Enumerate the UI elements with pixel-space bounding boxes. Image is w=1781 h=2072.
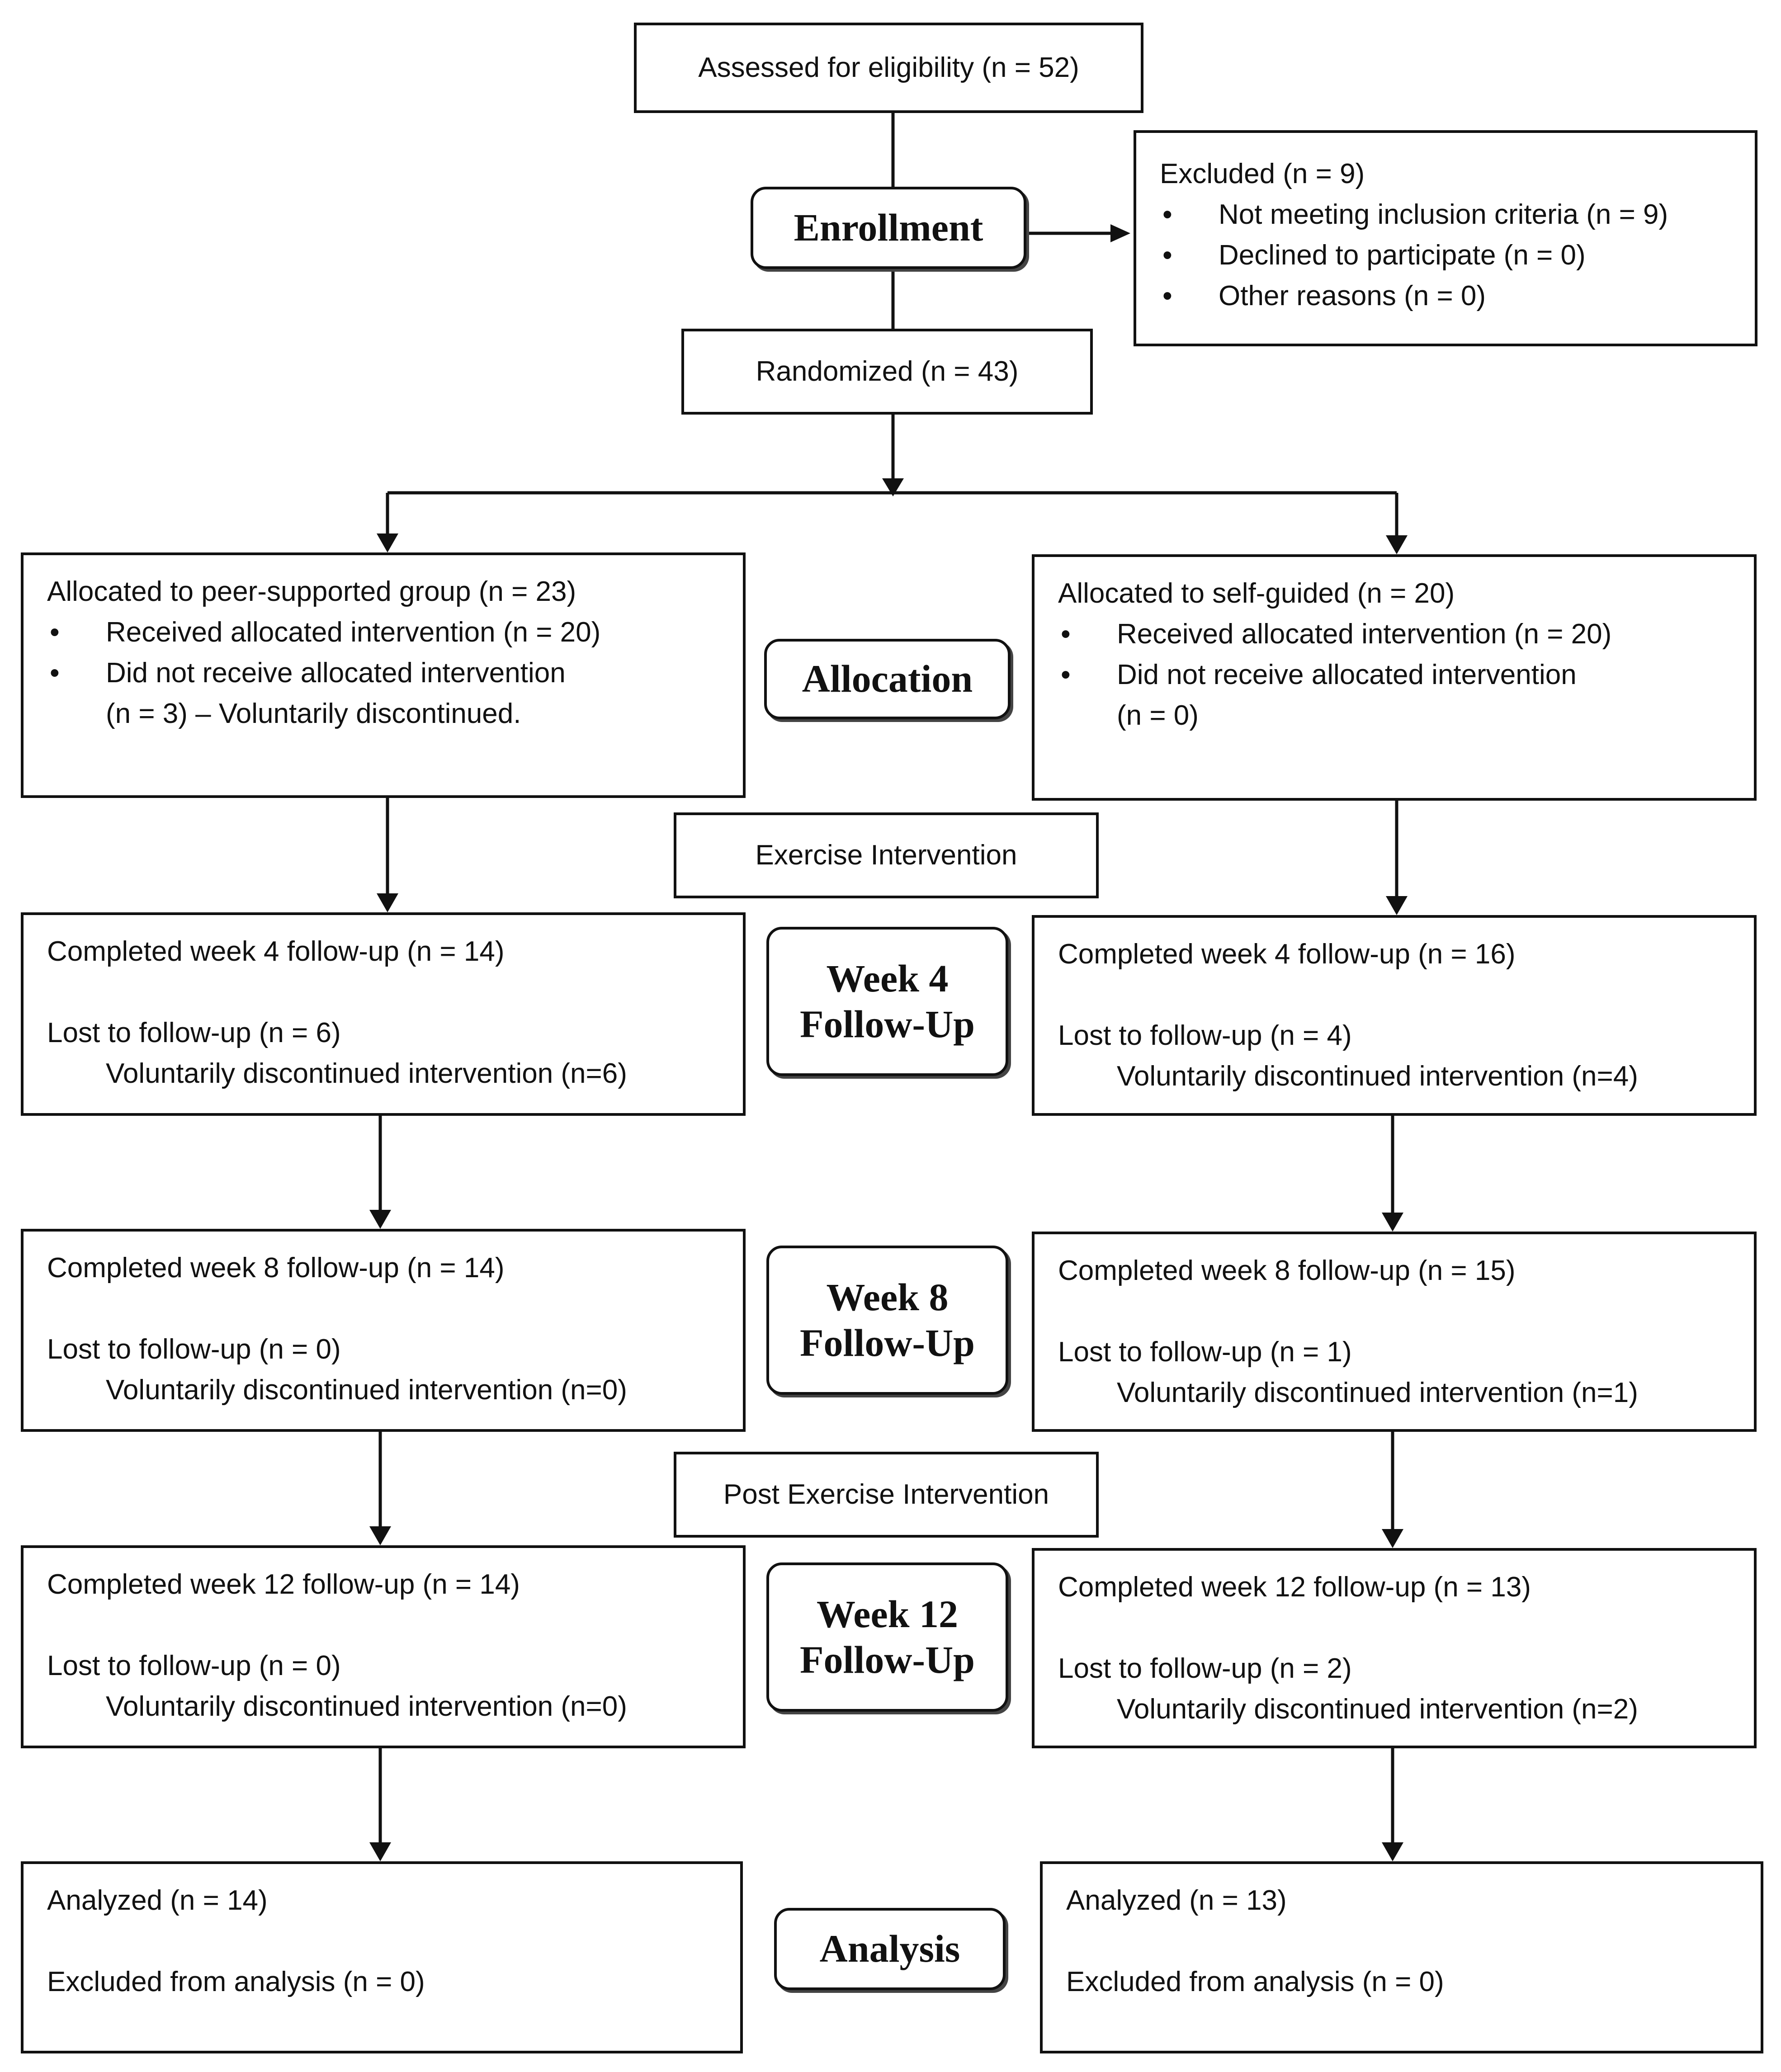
stage-week4: Week 4 Follow-Up [766,927,1008,1076]
allocation-left-not-received-detail: (n = 3) – Voluntarily discontinued. [106,698,521,729]
allocation-right-box: Allocated to self-guided (n = 20) Receiv… [1032,554,1757,801]
assessed-text: Assessed for eligibility (n = 52) [698,52,1079,84]
week8-left-spacer [47,1289,719,1329]
week12-left-completed: Completed week 12 follow-up (n = 14) [47,1569,520,1600]
excluded-reason-inclusion: Not meeting inclusion criteria (n = 9) [1160,194,1731,235]
arrowhead-left-allocation [377,533,398,552]
analysis-left-spacer [47,1921,717,1962]
stage-week12: Week 12 Follow-Up [766,1562,1008,1712]
excluded-reason-declined: Declined to participate (n = 0) [1160,235,1731,276]
allocation-right-received: Received allocated intervention (n = 20) [1058,614,1730,655]
week4-left-box: Completed week 4 follow-up (n = 14) Lost… [21,912,746,1116]
arrowhead-right-week8 [1382,1213,1403,1232]
excluded-reason-other: Other reasons (n = 0) [1160,276,1731,316]
stage-week4-line2: Follow-Up [800,1002,975,1046]
stage-enrollment: Enrollment [751,187,1026,269]
analysis-right-analyzed: Analyzed (n = 13) [1066,1885,1287,1916]
week4-left-completed: Completed week 4 follow-up (n = 14) [47,936,505,967]
analysis-right-excluded: Excluded from analysis (n = 0) [1066,1966,1444,1997]
allocation-right-title: Allocated to self-guided (n = 20) [1058,578,1455,609]
analysis-left-excluded: Excluded from analysis (n = 0) [47,1966,425,1997]
week12-right-completed: Completed week 12 follow-up (n = 13) [1058,1572,1531,1603]
arrowhead-excluded [1110,224,1130,242]
week8-right-completed: Completed week 8 follow-up (n = 15) [1058,1255,1516,1286]
allocation-left-not-received: Did not receive allocated intervention [47,653,719,694]
stage-week12-line2: Follow-Up [800,1638,975,1681]
stage-week8-line1: Week 8 [826,1275,949,1319]
stage-analysis: Analysis [774,1908,1006,1990]
arrowhead-right-analysis [1382,1842,1403,1861]
allocation-right-not-received-detail: (n = 0) [1117,699,1199,731]
analysis-left-analyzed: Analyzed (n = 14) [47,1885,268,1916]
stage-week4-line1: Week 4 [826,956,949,1000]
arrowhead-left-week4 [377,893,398,912]
week12-left-reason: Voluntarily discontinued intervention (n… [106,1690,627,1722]
exercise-intervention-text: Exercise Intervention [755,840,1017,871]
post-exercise-intervention-text: Post Exercise Intervention [723,1479,1049,1510]
allocation-left-title: Allocated to peer-supported group (n = 2… [47,576,576,607]
analysis-left-box: Analyzed (n = 14) Excluded from analysis… [21,1861,743,2053]
stage-enrollment-label: Enrollment [794,206,983,250]
stage-week12-line1: Week 12 [817,1592,958,1636]
week4-right-completed: Completed week 4 follow-up (n = 16) [1058,939,1516,970]
week12-right-lost: Lost to follow-up (n = 2) [1058,1652,1352,1684]
week4-right-spacer [1058,975,1730,1015]
randomized-box: Randomized (n = 43) [681,329,1093,415]
exercise-intervention-box: Exercise Intervention [674,812,1099,898]
allocation-left-received: Received allocated intervention (n = 20) [47,612,719,653]
week8-right-lost: Lost to follow-up (n = 1) [1058,1336,1352,1368]
week4-right-lost: Lost to follow-up (n = 4) [1058,1019,1352,1051]
week4-right-box: Completed week 4 follow-up (n = 16) Lost… [1032,915,1757,1116]
analysis-right-spacer [1066,1921,1737,1962]
week8-left-completed: Completed week 8 follow-up (n = 14) [47,1252,505,1284]
stage-allocation: Allocation [764,639,1011,719]
post-exercise-intervention-box: Post Exercise Intervention [674,1452,1099,1538]
arrowhead-right-week4 [1386,896,1408,915]
arrowhead-right-allocation [1386,535,1408,554]
stage-analysis-label: Analysis [819,1927,960,1971]
arrowhead-right-week12 [1382,1529,1403,1548]
week8-left-lost: Lost to follow-up (n = 0) [47,1333,341,1365]
arrowheads [369,224,1408,1861]
week12-left-spacer [47,1605,719,1646]
week8-right-box: Completed week 8 follow-up (n = 15) Lost… [1032,1232,1757,1432]
arrowhead-randomized [882,478,904,496]
excluded-box: Excluded (n = 9) Not meeting inclusion c… [1134,130,1757,346]
week4-left-reason: Voluntarily discontinued intervention (n… [106,1057,627,1089]
randomized-text: Randomized (n = 43) [756,356,1019,387]
week8-right-spacer [1058,1291,1730,1332]
arrowhead-left-week8 [369,1210,391,1229]
week8-right-reason: Voluntarily discontinued intervention (n… [1117,1377,1638,1408]
allocation-left-box: Allocated to peer-supported group (n = 2… [21,552,746,798]
stage-week8-line2: Follow-Up [800,1321,975,1364]
analysis-right-box: Analyzed (n = 13) Excluded from analysis… [1040,1861,1763,2053]
week8-left-reason: Voluntarily discontinued intervention (n… [106,1374,627,1406]
week4-left-lost: Lost to follow-up (n = 6) [47,1017,341,1048]
week12-right-box: Completed week 12 follow-up (n = 13) Los… [1032,1548,1757,1748]
week4-right-reason: Voluntarily discontinued intervention (n… [1117,1060,1638,1092]
stage-week8: Week 8 Follow-Up [766,1246,1008,1395]
arrowhead-left-week12 [369,1526,391,1545]
assessed-box: Assessed for eligibility (n = 52) [634,23,1143,113]
allocation-right-not-received: Did not receive allocated intervention [1058,655,1730,695]
week12-right-reason: Voluntarily discontinued intervention (n… [1117,1693,1638,1725]
week8-left-box: Completed week 8 follow-up (n = 14) Lost… [21,1229,746,1432]
week12-right-spacer [1058,1608,1730,1648]
arrowhead-left-analysis [369,1842,391,1861]
week12-left-box: Completed week 12 follow-up (n = 14) Los… [21,1545,746,1748]
excluded-title: Excluded (n = 9) [1160,158,1365,189]
stage-allocation-label: Allocation [802,657,973,701]
week4-left-spacer [47,972,719,1013]
week12-left-lost: Lost to follow-up (n = 0) [47,1650,341,1681]
